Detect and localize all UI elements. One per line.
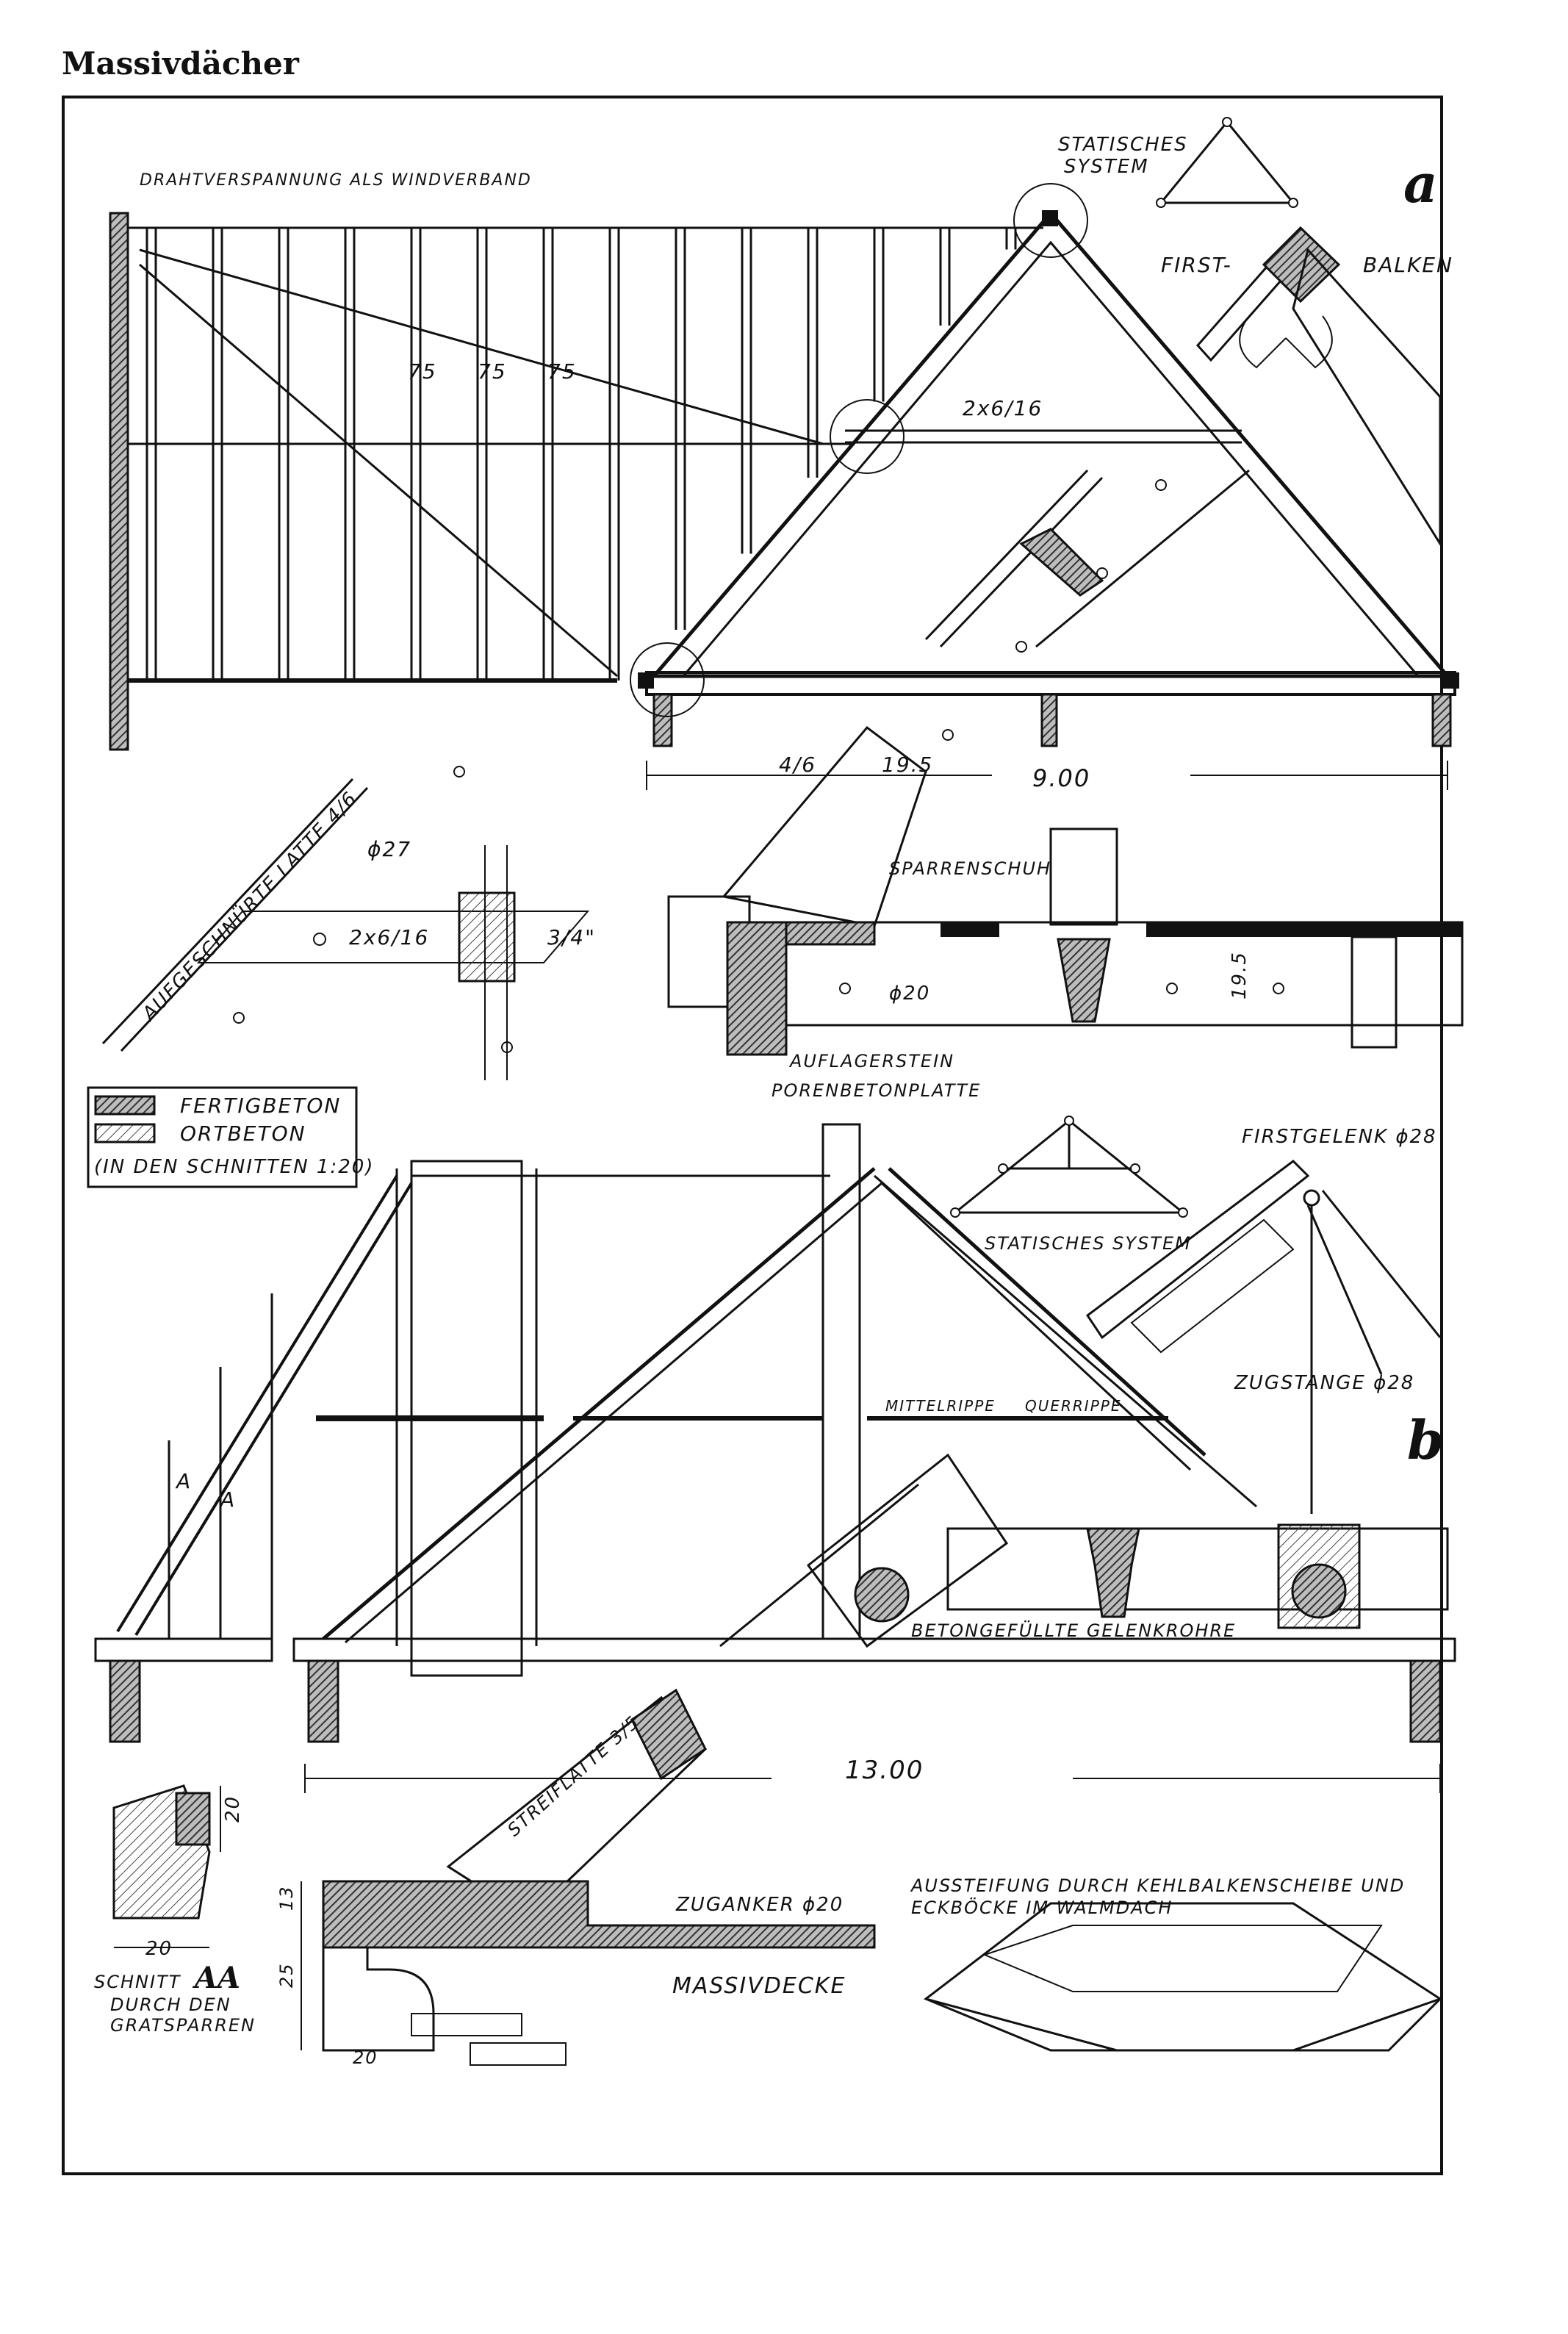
bracing-label: AUSSTEIFUNG DURCH KEHLBALKENSCHEIBE UND … bbox=[910, 1875, 1412, 1918]
legend-swatch-fertigbeton bbox=[94, 1095, 156, 1116]
collar-detail-label: 2x6/16 bbox=[349, 925, 429, 949]
span-label-b: 13.00 bbox=[845, 1756, 924, 1785]
section-a: STATISCHES SYSTEM a DRAHTVERSPANNUNG ALS… bbox=[101, 117, 1464, 1101]
spacing-label-1: 75 bbox=[408, 359, 437, 384]
dim-13-label: 13 bbox=[276, 1885, 297, 1911]
dim-195-vertical-label: 19.5 bbox=[1229, 951, 1251, 999]
hip-roof-perspective bbox=[924, 1902, 1442, 2052]
rafter-elevation bbox=[128, 226, 1043, 683]
legend-swatch-ortbeton bbox=[94, 1123, 156, 1143]
aerated-slab-label: PORENBETONPLATTE bbox=[772, 1080, 981, 1101]
base-slab-b bbox=[94, 1637, 1456, 1793]
section-aa-mark: AA bbox=[192, 1961, 240, 1995]
tie-anchor-label: ZUGANKER ϕ20 bbox=[675, 1894, 844, 1916]
section-letter-b: b bbox=[1407, 1409, 1444, 1471]
joint-tubes-detail bbox=[719, 1453, 1449, 1648]
static-system-b bbox=[950, 1116, 1188, 1218]
ridge-detail bbox=[1195, 226, 1442, 548]
bolt-label: 3/4" bbox=[547, 925, 596, 949]
section-aa-title: SCHNITT bbox=[94, 1972, 181, 1992]
rafter-shoe-label: SPARRENSCHUH bbox=[889, 858, 1051, 879]
dim-46-label: 4/6 bbox=[779, 753, 816, 777]
section-b: b FIRSTGELENK ϕ28 STATISCHES SYSTEM ZUGS… bbox=[94, 1116, 1456, 2068]
balken-label: BALKEN bbox=[1363, 253, 1453, 277]
batten-label: AUFGESCHNÜRTE LATTE 4/6 bbox=[136, 786, 362, 1026]
section-mark-a-2: A bbox=[219, 1487, 236, 1512]
joint-tubes-label: BETONGEFÜLLTE GELENKROHRE bbox=[911, 1620, 1236, 1641]
spacing-label-3: 75 bbox=[547, 359, 577, 384]
ridge-joint-detail bbox=[1085, 1160, 1442, 1514]
dim-20-label-a: 20 bbox=[222, 1795, 244, 1823]
tie-rod-label: ZUGSTANGE ϕ28 bbox=[1234, 1372, 1414, 1394]
mid-rib-label: MITTELRIPPE bbox=[885, 1397, 996, 1415]
drawing-frame bbox=[62, 96, 1443, 2175]
first-label: FIRST- bbox=[1161, 253, 1232, 277]
legend-label-fertigbeton: FERTIGBETON bbox=[180, 1094, 341, 1118]
triangle-truss bbox=[630, 183, 1459, 747]
collar-label: 2x6/16 bbox=[963, 396, 1043, 420]
cross-rib-label: QUERRIPPE bbox=[1025, 1397, 1121, 1415]
span-label-a: 9.00 bbox=[1032, 764, 1090, 792]
page-title: Massivdächer bbox=[62, 46, 299, 82]
legend-scale-note: (IN DEN SCHNITTEN 1:20) bbox=[94, 1156, 374, 1178]
ridge-joint-label: FIRSTGELENK ϕ28 bbox=[1242, 1126, 1437, 1148]
dim-195-label: 19.5 bbox=[882, 753, 933, 777]
eaves-detail bbox=[667, 725, 1464, 1056]
dim-20-label-c: 20 bbox=[353, 2047, 378, 2068]
span-dimension-a bbox=[646, 761, 1448, 790]
section-aa-detail bbox=[112, 1784, 221, 1948]
collar-joint-detail bbox=[924, 469, 1250, 653]
static-system-label-a: STATISCHES SYSTEM bbox=[1058, 134, 1195, 178]
legend: FERTIGBETON ORTBETON (IN DEN SCHNITTEN 1… bbox=[87, 1086, 374, 1188]
static-system-a bbox=[1156, 117, 1298, 208]
spacing-label-2: 75 bbox=[478, 359, 507, 384]
dim-20-label-b: 20 bbox=[145, 1938, 173, 1960]
dim-25-label: 25 bbox=[276, 1962, 297, 1988]
slab-label: MASSIVDECKE bbox=[672, 1973, 846, 1999]
truss-b bbox=[116, 1167, 1257, 1644]
wind-bracing-label: DRAHTVERSPANNUNG ALS WINDVERBAND bbox=[140, 171, 532, 190]
eaves-detail-b bbox=[301, 1688, 876, 2066]
gable-wall bbox=[109, 212, 129, 751]
batten-detail bbox=[101, 766, 590, 1080]
phi20-label: ϕ20 bbox=[889, 983, 930, 1005]
phi27-label: ϕ27 bbox=[367, 837, 411, 861]
static-system-label-b: STATISCHES SYSTEM bbox=[985, 1233, 1192, 1254]
section-aa-desc: DURCH DEN GRATSPARREN bbox=[110, 1994, 256, 2036]
support-stone-label: AUFLAGERSTEIN bbox=[788, 1051, 954, 1071]
legend-label-ortbeton: ORTBETON bbox=[180, 1121, 306, 1146]
section-letter-a: a bbox=[1403, 152, 1438, 215]
section-mark-a-1: A bbox=[175, 1469, 192, 1493]
strip-batten-label: STREIFLATTE 3/5 bbox=[503, 1712, 644, 1841]
